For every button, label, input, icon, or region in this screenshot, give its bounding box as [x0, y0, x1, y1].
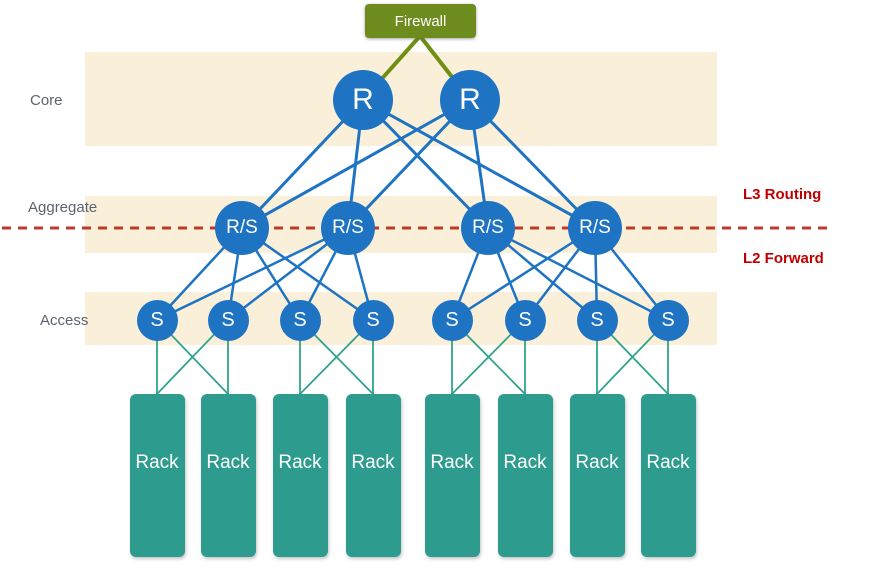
l3-routing-label: L3 Routing: [743, 186, 822, 203]
aggregate-switch-4: R/S: [568, 201, 622, 255]
core-router-2: R: [440, 70, 500, 130]
rack-3: Rack: [272, 394, 328, 557]
link-rs3-s8: [487, 226, 669, 322]
aggregate-switch-1: R/S: [215, 201, 269, 255]
link-rs2-s1: [156, 226, 349, 322]
rack-6: Rack: [497, 394, 553, 557]
access-switch-8: S: [647, 299, 689, 341]
link-r2-rs1: [241, 98, 471, 230]
access-switch-7: S: [576, 299, 618, 341]
access-layer-label: Access: [40, 312, 89, 329]
access-switch-1: S: [136, 299, 178, 341]
core-layer-band: [85, 52, 717, 146]
access-switch-6: S: [504, 299, 546, 341]
l2-forward-label: L2 Forward: [743, 250, 824, 267]
core-layer-label: Core: [30, 92, 63, 109]
aggregate-layer-label: Aggregate: [28, 199, 98, 216]
core-router-1: R: [333, 70, 393, 130]
rack-4: Rack: [345, 394, 401, 557]
aggregate-switch-3: R/S: [461, 201, 515, 255]
rack-1: Rack: [129, 394, 185, 557]
link-rs4-s5: [451, 226, 596, 322]
rack-7: Rack: [569, 394, 625, 557]
rack-8: Rack: [640, 394, 696, 557]
access-switch-4: S: [352, 299, 394, 341]
rack-2: Rack: [200, 394, 256, 557]
access-switch-3: S: [279, 299, 321, 341]
aggregate-switch-2: R/S: [321, 201, 375, 255]
access-switch-5: S: [431, 299, 473, 341]
access-switch-2: S: [207, 299, 249, 341]
rack-5: Rack: [424, 394, 480, 557]
firewall-box: Firewall: [365, 4, 476, 38]
